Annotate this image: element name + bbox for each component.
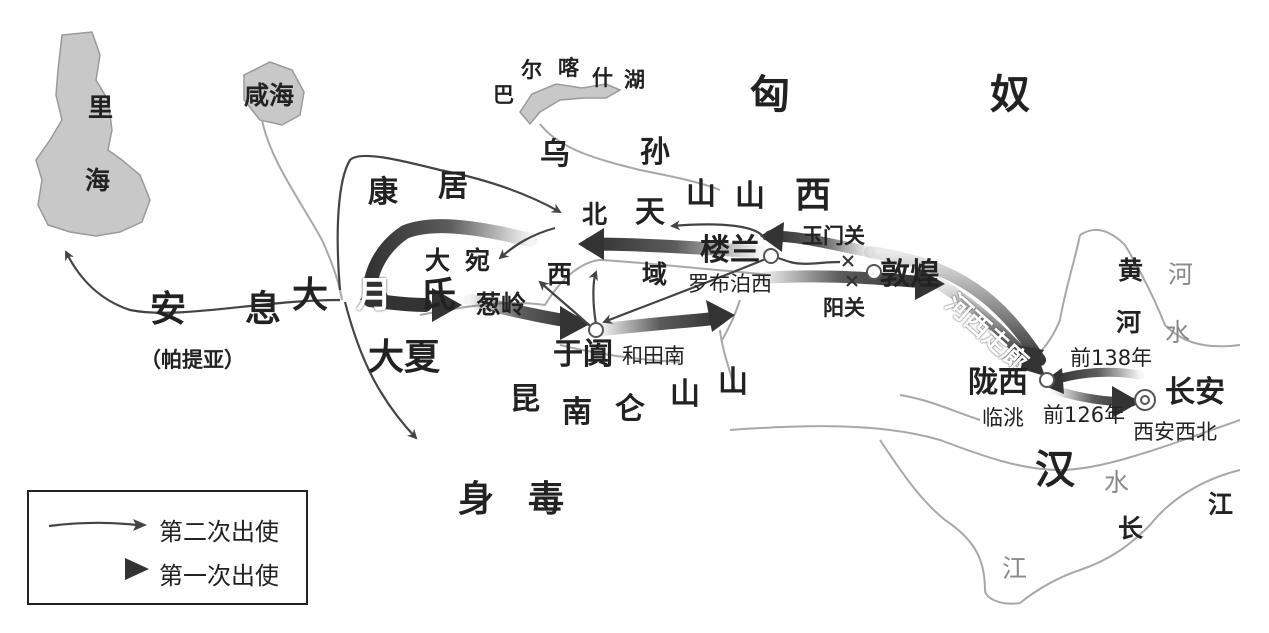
label-han: 汉 [1035,447,1075,493]
yumen-route-thin [777,256,841,265]
label-xianxibei: 西安西北 [1133,420,1217,444]
label-wusun-2: 孙 [640,135,670,170]
label-balkhash-4: 什 [592,66,613,90]
label-huanghe-1: 黄 [1118,256,1144,285]
label-beitian-1: 北 [582,200,608,229]
longxi-marker [1039,372,1055,388]
first-mission-routes [360,219,1145,418]
label-dayuezhi-2: 月 [356,275,393,316]
label-patiya: （帕提亚） [140,348,245,372]
label-anxi-2: 息 [245,289,282,330]
legend-second-label: 第二次出使 [159,518,279,546]
label-wusun-1: 乌 [540,137,570,172]
label-beitian-2: 天 [635,195,665,230]
legend-thin-arrow-icon [48,519,147,531]
label-dayuezhi-1: 大 [292,275,329,316]
label-kunlun-1: 昆 [510,382,540,417]
label-tianshan-shan-2: 山 [735,179,765,214]
label-caspian-hai: 海 [85,166,111,195]
label-yangguan: 阳关 [823,296,865,320]
rivers [261,119,1241,605]
label-xiyu-xi-big: 西 [795,175,832,216]
label-shendu-1: 身 [458,479,495,520]
legend-first-label: 第一次出使 [159,562,279,590]
legend: 第二次出使 第一次出使 [27,490,308,605]
label-huanghe-2: 河 [1116,308,1142,337]
label-anxi-1: 安 [150,289,187,330]
label-balkhash-3: 喀 [558,56,579,80]
label-hetiannan: 和田南 [622,344,685,368]
legend-row-first: 第一次出使 [29,550,306,590]
loulan-marker [763,248,779,264]
aral-sea [243,61,305,126]
label-changan: 长安 [1165,375,1225,410]
label-aral-sea: 咸海 [244,81,295,110]
label-balkhash-2: 尔 [521,58,542,82]
label-dayuezhi-3: 氏 [420,275,457,316]
label-xiongnu-1: 匈 [750,72,790,118]
label-balkhash-1: 巴 [493,83,514,107]
label-river-he: 河 [1168,260,1194,289]
label-river-shui: 水 [1165,318,1191,347]
changan-marker-inner [1140,395,1150,405]
label-qian126: 前126年 [1043,403,1126,427]
label-chang: 长 [1118,514,1144,543]
label-yumenguan: 玉门关 [802,224,865,248]
label-loulan: 楼兰 [700,233,760,268]
label-dunhuang: 敦煌 [880,257,940,292]
label-jiang-right: 江 [1208,490,1234,519]
legend-row-second: 第二次出使 [29,506,306,546]
label-jiang-grey: 江 [1002,554,1028,583]
label-caspian-li: 里 [88,93,114,122]
label-kunlun-2: 南 [562,395,592,430]
label-shendu-2: 毒 [528,479,565,520]
label-kunlun-3: 仑 [615,392,645,427]
label-luobupo: 罗布泊西 [688,272,772,296]
label-yutian: 于阗 [553,337,613,372]
label-tianshan-shan-1: 山 [686,177,716,212]
label-xiyu-yu: 域 [642,260,668,289]
label-kunlun-5: 山 [718,365,748,400]
label-longxi: 陇西 [968,365,1028,400]
second-mission-routes [65,154,769,440]
label-daxia: 大夏 [368,337,441,378]
label-kunlun-4: 山 [670,377,700,412]
caspian-sea [35,31,151,237]
label-xiyu-xi: 西 [547,260,573,289]
label-congling: 葱岭 [476,290,527,319]
label-xiongnu-2: 奴 [990,72,1030,118]
balkhash-lake [519,83,622,126]
label-balkhash-5: 湖 [624,68,645,92]
legend-thick-arrow-icon [49,558,149,580]
label-hanshui-shui: 水 [1104,468,1130,497]
dunhuang-marker [866,264,882,280]
label-kangju-1: 康 [368,175,398,210]
pass-markers [842,255,858,287]
label-lintao: 临洮 [982,406,1024,430]
label-dawan-1: 大 [425,246,451,275]
city-markers [588,248,1156,411]
label-kangju-2: 居 [438,169,468,204]
label-dawan-2: 宛 [465,246,491,275]
yutian-marker [588,322,604,338]
label-qian138: 前138年 [1070,346,1153,370]
